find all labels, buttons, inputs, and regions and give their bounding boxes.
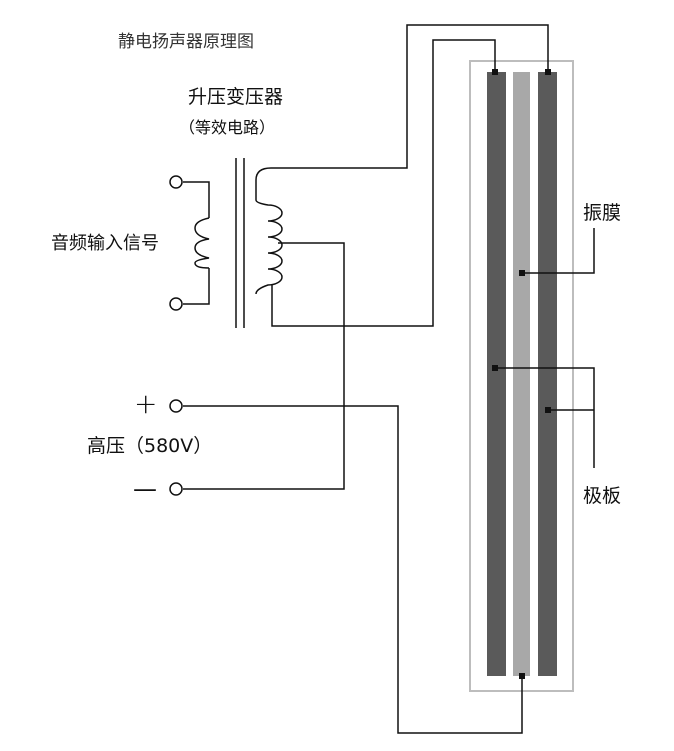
electrode-label: 极板 bbox=[583, 485, 622, 507]
secondary-coils bbox=[255, 199, 283, 295]
audio-input-label: 音频输入信号 bbox=[51, 233, 159, 254]
connection-dot bbox=[492, 365, 498, 371]
diaphragm-label: 振膜 bbox=[583, 202, 622, 224]
circuit-wiring bbox=[183, 24, 595, 734]
connection-dot bbox=[519, 270, 525, 276]
diagram-title: 静电扬声器原理图 bbox=[118, 32, 254, 52]
connection-dot bbox=[492, 69, 498, 75]
hv-minus-terminal bbox=[169, 482, 183, 496]
electrode-plate-left bbox=[487, 72, 506, 676]
primary-winding bbox=[183, 181, 210, 305]
hv-plus-terminal bbox=[169, 399, 183, 413]
center-tap-wire bbox=[183, 242, 345, 490]
minus-sign: — bbox=[133, 475, 157, 503]
connection-dot bbox=[545, 69, 551, 75]
transformer-note-label: （等效电路） bbox=[179, 118, 276, 137]
plus-sign: + bbox=[134, 387, 158, 420]
primary-coils bbox=[194, 217, 210, 269]
diaphragm-membrane bbox=[513, 72, 530, 676]
high-voltage-label: 高压（580V） bbox=[87, 435, 213, 457]
secondary-winding-bottom bbox=[271, 39, 496, 327]
connection-dot bbox=[545, 407, 551, 413]
audio-terminal-bottom bbox=[169, 297, 183, 311]
high-voltage-wire bbox=[183, 405, 523, 734]
secondary-winding-top bbox=[255, 24, 549, 200]
electrode-callout-line bbox=[495, 367, 595, 468]
audio-terminal-top bbox=[169, 175, 183, 189]
electrode-plate-right bbox=[538, 72, 557, 676]
transformer-label: 升压变压器 bbox=[188, 86, 284, 108]
diaphragm-callout-line bbox=[522, 228, 595, 274]
connection-dot bbox=[519, 673, 525, 679]
